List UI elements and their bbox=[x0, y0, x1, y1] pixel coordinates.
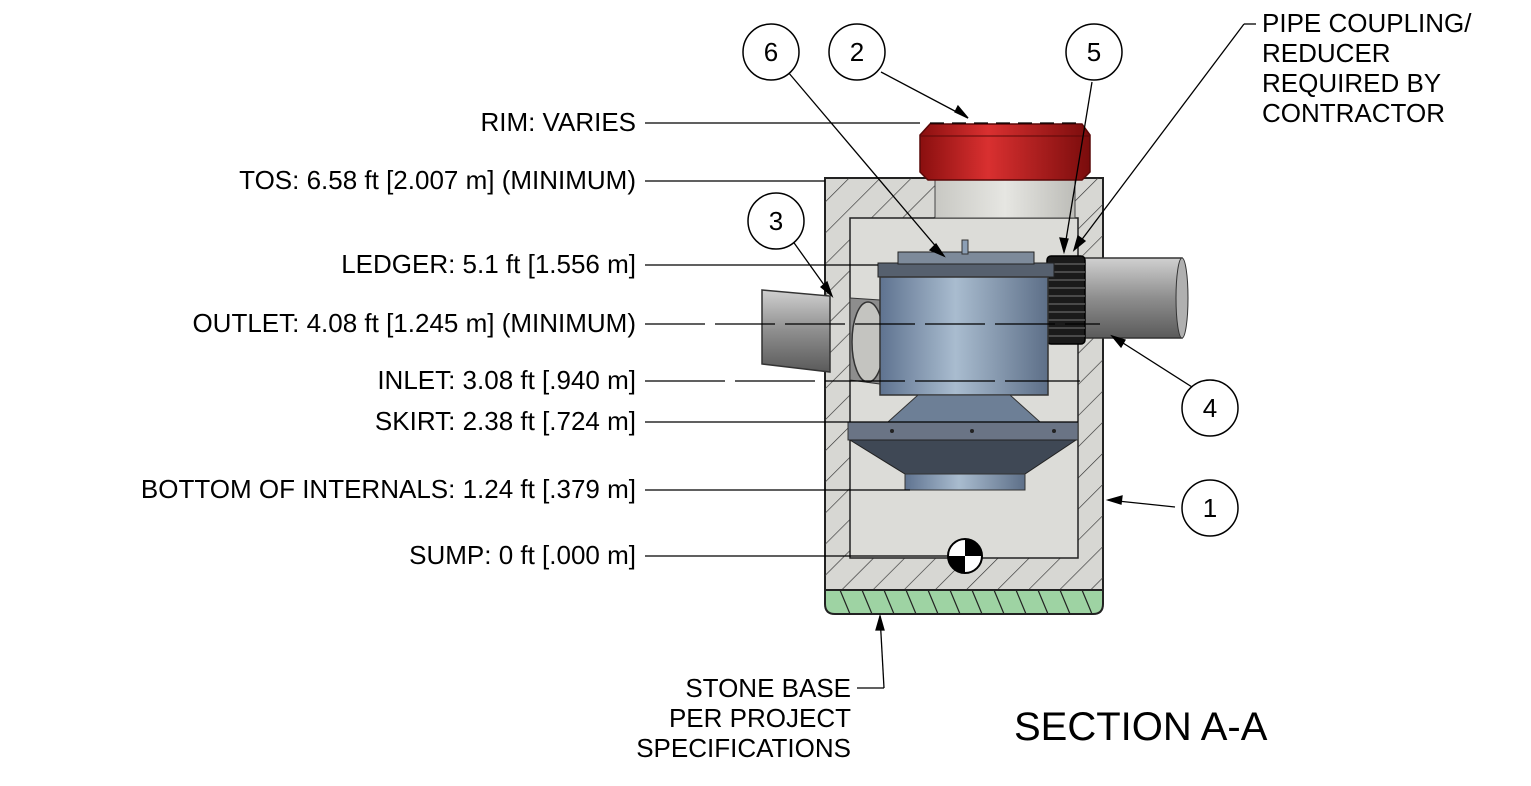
stone-base-note-line: SPECIFICATIONS bbox=[636, 733, 851, 763]
balloon-5: 5 bbox=[1065, 23, 1123, 81]
pipe-coupling-note-line: PIPE COUPLING/ bbox=[1262, 8, 1472, 38]
svg-text:4: 4 bbox=[1203, 393, 1217, 423]
balloon-2: 2 bbox=[828, 23, 886, 81]
elevation-leaders bbox=[645, 122, 1100, 557]
inlet-elevation-label: INLET: 3.08 ft [.940 m] bbox=[377, 365, 636, 395]
skirt-elevation-label: SKIRT: 2.38 ft [.724 m] bbox=[374, 406, 636, 436]
separator-internals bbox=[847, 239, 1079, 491]
balloon-6: 6 bbox=[742, 23, 800, 81]
stone-base-note-line: STONE BASE bbox=[685, 673, 851, 703]
sump-elevation-label: SUMP: 0 ft [.000 m] bbox=[409, 540, 636, 570]
inlet-pipe bbox=[1079, 257, 1189, 339]
stone-base-note: STONE BASE PER PROJECT SPECIFICATIONS bbox=[636, 673, 851, 763]
balloon-1: 1 bbox=[1181, 479, 1239, 537]
balloon-leaders bbox=[787, 23, 1256, 689]
stone-base bbox=[824, 589, 1104, 615]
svg-text:1: 1 bbox=[1203, 493, 1217, 523]
ledger-elevation-label: LEDGER: 5.1 ft [1.556 m] bbox=[341, 249, 636, 279]
outlet-elevation-label: OUTLET: 4.08 ft [1.245 m] (MINIMUM) bbox=[192, 308, 636, 338]
svg-text:2: 2 bbox=[850, 37, 864, 67]
pipe-coupling-note-line: CONTRACTOR bbox=[1262, 98, 1445, 128]
balloon-4: 4 bbox=[1181, 379, 1239, 437]
pipe-coupling-note: PIPE COUPLING/ REDUCER REQUIRED BY CONTR… bbox=[1262, 8, 1472, 128]
outlet-pipe bbox=[761, 289, 885, 385]
center-of-gravity-icon bbox=[947, 538, 983, 574]
section-title: SECTION A-A bbox=[1014, 705, 1268, 749]
pipe-coupling-note-line: REDUCER bbox=[1262, 38, 1391, 68]
svg-text:5: 5 bbox=[1087, 37, 1101, 67]
frame-and-cover bbox=[919, 123, 1091, 181]
svg-text:3: 3 bbox=[769, 206, 783, 236]
svg-text:6: 6 bbox=[764, 37, 778, 67]
pipe-coupling bbox=[1046, 255, 1086, 345]
balloon-3: 3 bbox=[747, 192, 805, 250]
rim-elevation-label: RIM: VARIES bbox=[480, 107, 636, 137]
tos-elevation-label: TOS: 6.58 ft [2.007 m] (MINIMUM) bbox=[239, 165, 636, 195]
stone-base-note-line: PER PROJECT bbox=[668, 703, 851, 733]
bottom-of-internals-elevation-label: BOTTOM OF INTERNALS: 1.24 ft [.379 m] bbox=[140, 474, 636, 504]
pipe-coupling-note-line: REQUIRED BY bbox=[1262, 68, 1442, 98]
